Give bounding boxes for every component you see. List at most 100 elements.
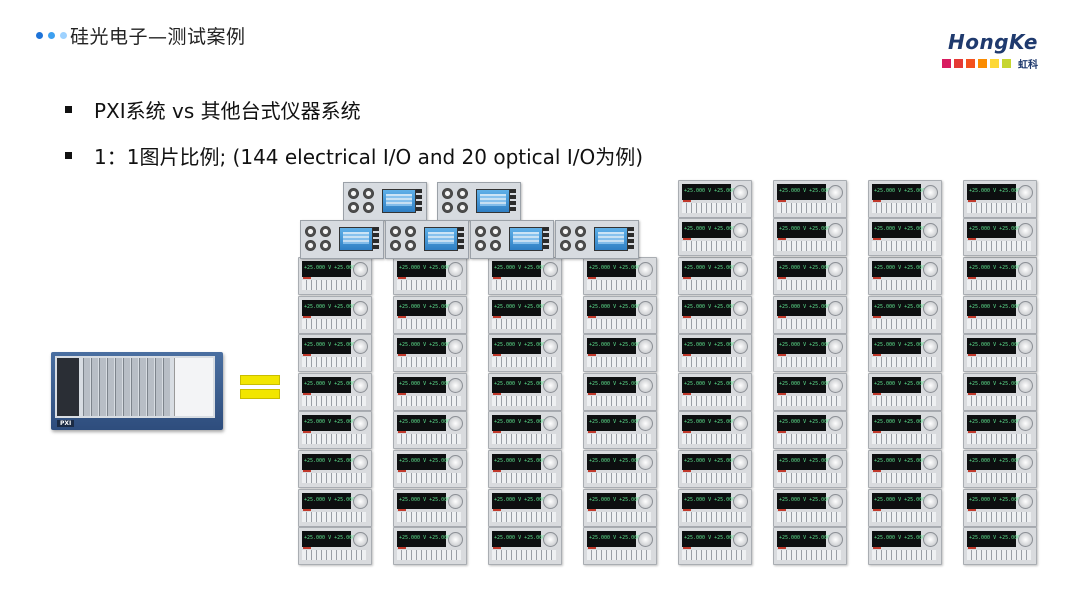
electrical-instrument: +25.000 V +25.000 A bbox=[393, 527, 467, 566]
instrument-brand-mark bbox=[303, 354, 311, 357]
instrument-readout: +25.000 V +25.000 A bbox=[969, 265, 1027, 271]
electrical-instrument: +25.000 V +25.000 A bbox=[393, 257, 467, 295]
bullet-item: 1：1图片比例; (144 electrical I/O and 20 opti… bbox=[65, 141, 643, 169]
instrument-brand-mark bbox=[493, 547, 501, 550]
optical-instrument bbox=[385, 220, 469, 259]
instrument-knob bbox=[1018, 455, 1033, 470]
instrument-readout: +25.000 V +25.000 A bbox=[969, 226, 1027, 232]
instrument-readout: +25.000 V +25.000 A bbox=[589, 535, 647, 542]
optical-port bbox=[305, 240, 316, 251]
instrument-readout: +25.000 V +25.000 A bbox=[779, 226, 837, 232]
instrument-keypad bbox=[777, 473, 841, 483]
electrical-instrument: +25.000 V +25.000 A bbox=[868, 218, 942, 256]
optical-port bbox=[390, 226, 401, 237]
instrument-readout: +25.000 V +25.000 A bbox=[684, 342, 742, 349]
instrument-knob bbox=[923, 339, 938, 355]
instrument-readout: +25.000 V +25.000 A bbox=[874, 303, 932, 310]
instrument-knob bbox=[353, 455, 368, 470]
pxi-slot bbox=[139, 358, 146, 416]
optical-port bbox=[442, 188, 453, 199]
instrument-readout: +25.000 V +25.000 A bbox=[874, 265, 932, 271]
instrument-display: +25.000 V +25.000 A bbox=[872, 415, 931, 432]
instrument-brand-mark bbox=[398, 354, 406, 357]
instrument-knob bbox=[543, 377, 558, 393]
electrical-instrument: +25.000 V +25.000 A bbox=[868, 527, 942, 566]
optical-instrument bbox=[437, 182, 521, 221]
instrument-brand-mark bbox=[968, 238, 976, 240]
instrument-display: +25.000 V +25.000 A bbox=[682, 338, 741, 355]
instrument-knob bbox=[448, 532, 463, 548]
instrument-keypad bbox=[967, 318, 1031, 329]
instrument-display: +25.000 V +25.000 A bbox=[302, 338, 361, 355]
electrical-instrument: +25.000 V +25.000 A bbox=[963, 450, 1037, 488]
optical-ports bbox=[305, 226, 335, 253]
instrument-keypad bbox=[967, 280, 1031, 290]
instrument-keypad bbox=[872, 203, 936, 213]
instrument-display: +25.000 V +25.000 A bbox=[967, 531, 1026, 548]
pxi-controller bbox=[57, 358, 79, 416]
pxi-label: PXI bbox=[57, 420, 75, 427]
optical-instrument bbox=[300, 220, 384, 259]
instrument-knob bbox=[828, 223, 843, 238]
instrument-keypad bbox=[492, 511, 556, 522]
instrument-brand-mark bbox=[588, 277, 596, 279]
instrument-keypad bbox=[967, 550, 1031, 561]
electrical-instrument: +25.000 V +25.000 A bbox=[488, 257, 562, 295]
instrument-brand-mark bbox=[588, 315, 596, 318]
instrument-brand-mark bbox=[778, 277, 786, 279]
instrument-display: +25.000 V +25.000 A bbox=[302, 376, 361, 393]
instrument-brand-mark bbox=[588, 431, 596, 434]
electrical-instrument: +25.000 V +25.000 A bbox=[773, 295, 847, 334]
optical-port bbox=[575, 226, 586, 237]
instrument-knob bbox=[923, 493, 938, 509]
instrument-brand-mark bbox=[683, 238, 691, 240]
electrical-instrument: +25.000 V +25.000 A bbox=[488, 295, 562, 334]
instrument-readout: +25.000 V +25.000 A bbox=[779, 265, 837, 271]
electrical-instrument: +25.000 V +25.000 A bbox=[678, 488, 752, 527]
electrical-instrument: +25.000 V +25.000 A bbox=[393, 372, 467, 411]
bullet-list: PXI系统 vs 其他台式仪器系统 1：1图片比例; (144 electric… bbox=[65, 95, 643, 169]
instrument-display: +25.000 V +25.000 A bbox=[302, 261, 361, 277]
instrument-readout: +25.000 V +25.000 A bbox=[399, 380, 457, 387]
instrument-keypad bbox=[587, 280, 651, 290]
instrument-readout: +25.000 V +25.000 A bbox=[969, 342, 1027, 349]
instrument-keypad bbox=[967, 473, 1031, 483]
slide-header: 硅光电子—测试案例 HongKe 虹科 bbox=[0, 0, 1080, 71]
instrument-readout: +25.000 V +25.000 A bbox=[779, 535, 837, 542]
instrument-knob bbox=[448, 339, 463, 355]
instrument-knob bbox=[353, 339, 368, 355]
instrument-readout: +25.000 V +25.000 A bbox=[494, 303, 552, 310]
bullet-item: PXI系统 vs 其他台式仪器系统 bbox=[65, 95, 643, 123]
electrical-instrument: +25.000 V +25.000 A bbox=[583, 257, 657, 295]
electrical-instrument: +25.000 V +25.000 A bbox=[963, 180, 1037, 218]
instrument-readout: +25.000 V +25.000 A bbox=[589, 458, 647, 464]
instrument-knob bbox=[448, 455, 463, 470]
instrument-display: +25.000 V +25.000 A bbox=[492, 299, 551, 316]
instrument-keypad bbox=[587, 357, 651, 368]
instrument-knob bbox=[828, 416, 843, 432]
instrument-readout: +25.000 V +25.000 A bbox=[494, 265, 552, 271]
instrument-display: +25.000 V +25.000 A bbox=[872, 531, 931, 548]
electrical-instrument: +25.000 V +25.000 A bbox=[773, 527, 847, 566]
instrument-display: +25.000 V +25.000 A bbox=[302, 415, 361, 432]
instrument-display: +25.000 V +25.000 A bbox=[872, 222, 931, 238]
instrument-display: +25.000 V +25.000 A bbox=[872, 454, 931, 470]
dot-1 bbox=[36, 32, 43, 39]
instrument-brand-mark bbox=[303, 392, 311, 395]
instrument-readout: +25.000 V +25.000 A bbox=[304, 265, 362, 271]
logo-square bbox=[966, 59, 975, 68]
instrument-display: +25.000 V +25.000 A bbox=[682, 376, 741, 393]
instrument-readout: +25.000 V +25.000 A bbox=[494, 458, 552, 464]
instrument-display: +25.000 V +25.000 A bbox=[302, 492, 361, 509]
electrical-instrument: +25.000 V +25.000 A bbox=[678, 257, 752, 295]
instrument-brand-mark bbox=[778, 200, 786, 202]
instrument-display: +25.000 V +25.000 A bbox=[777, 376, 836, 393]
instrument-brand-mark bbox=[588, 392, 596, 395]
optical-port bbox=[363, 188, 374, 199]
instrument-display: +25.000 V +25.000 A bbox=[492, 454, 551, 470]
logo-color-row: 虹科 bbox=[934, 56, 1038, 71]
optical-buttons bbox=[458, 227, 464, 251]
optical-instrument bbox=[555, 220, 639, 259]
instrument-knob bbox=[1018, 262, 1033, 277]
electrical-instrument: +25.000 V +25.000 A bbox=[678, 180, 752, 218]
